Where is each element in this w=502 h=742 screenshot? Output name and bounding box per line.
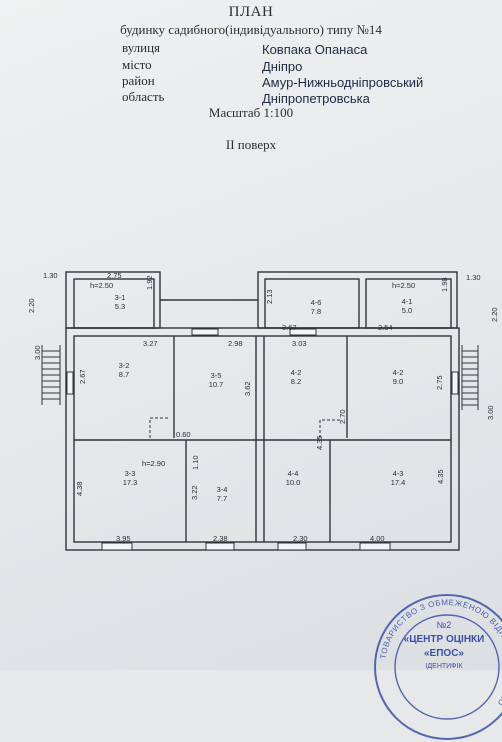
stairs-left	[41, 345, 61, 405]
scale-label: Масштаб 1:100	[208, 105, 294, 120]
dim-0-60: 0.60	[176, 430, 191, 439]
plan-dimensions: 1.30 2.75 1.92 2.20 2.13 1.98 1.30 2.20 …	[27, 271, 499, 543]
inner-wall-main	[73, 335, 452, 543]
dim-1-10: 1.10	[191, 455, 200, 470]
room-4-2-left-id: 4-2	[291, 368, 302, 377]
dim-3-95: 3.95	[116, 534, 131, 543]
stamp-line-3: ІДЕНТИФІК	[425, 663, 463, 670]
room-3-3-area: 17.3	[123, 478, 138, 487]
upper-left-block-inner	[73, 278, 155, 329]
room-4-6-outline	[264, 278, 360, 329]
stairs-right	[461, 345, 479, 410]
organization-stamp: ТОВАРИСТВО З ОБМЕЖЕНОЮ ВІДПОВІДАЛЬНІСТЮ …	[374, 594, 502, 740]
dim-3-03: 3.03	[292, 339, 307, 348]
dim-2-38: 2.38	[213, 534, 228, 543]
room-4-2-left-area: 8.2	[291, 377, 301, 386]
room-4-6-area: 7.8	[311, 307, 321, 316]
dim-2-30: 2.30	[293, 534, 308, 543]
window-bottom-4	[359, 542, 391, 551]
dim-2-98: 2.98	[228, 339, 243, 348]
room-4-2-right-id: 4-2	[393, 368, 404, 377]
room-labels: 3-1 5.3 4-6 7.8 4-1 5.0 3-2 8.7 3-5 10.7…	[115, 293, 413, 503]
dim-2-70: 2.70	[338, 409, 347, 424]
room-4-4-id: 4-4	[288, 469, 299, 478]
dim-3-22: 3.22	[190, 485, 199, 500]
height-left: h=2.50	[90, 281, 113, 290]
dim-4-35-a: 4.35	[315, 435, 324, 450]
room-3-5-area: 10.7	[209, 380, 224, 389]
document-subtitle: будинку садибного(індивідуального) типу …	[120, 22, 382, 37]
room-3-2-area: 8.7	[119, 370, 129, 379]
door-4-2	[319, 419, 340, 438]
window-top-2	[289, 328, 317, 336]
dim-1-98: 1.98	[440, 277, 449, 292]
dim-4-35-b: 4.35	[436, 469, 445, 484]
windows	[66, 328, 459, 551]
dim-2-75: 2.75	[107, 271, 122, 280]
field-label-street: вулиця	[122, 40, 161, 55]
room-3-3-id: 3-3	[125, 469, 136, 478]
room-3-4-area: 7.7	[217, 494, 227, 503]
stamp-number: №2	[437, 620, 452, 630]
plan-walls	[65, 271, 460, 551]
window-top-1	[191, 328, 219, 336]
dim-3-00-right: 3.00	[486, 405, 495, 420]
dim-2-75-right: 2.75	[435, 375, 444, 390]
field-value-region: Дніпропетровська	[262, 91, 370, 106]
dim-2-20-right: 2.20	[490, 307, 499, 322]
window-left	[66, 371, 74, 395]
room-3-1-area: 5.3	[115, 302, 125, 311]
height-mid: h=2.90	[142, 459, 165, 468]
room-4-1-id: 4-1	[402, 297, 413, 306]
height-right: h=2.50	[392, 281, 415, 290]
dim-2-20-left: 2.20	[27, 298, 36, 313]
door-3-5	[149, 417, 168, 438]
field-value-district: Амур-Нижньодніпровський	[262, 75, 424, 90]
stamp-line-2: «ЕПОС»	[424, 648, 464, 659]
room-4-4-area: 10.0	[286, 478, 301, 487]
window-bottom-2	[205, 542, 235, 551]
dim-2-13: 2.13	[265, 289, 274, 304]
room-3-5-id: 3-5	[211, 371, 222, 380]
dim-3-62: 3.62	[243, 381, 252, 396]
doors	[149, 417, 340, 438]
field-label-region: область	[122, 89, 165, 104]
room-3-4-id: 3-4	[217, 485, 228, 494]
window-bottom-1	[101, 542, 133, 551]
document-title: ПЛАН	[228, 4, 274, 20]
room-4-1-outline	[365, 278, 452, 329]
window-right	[451, 371, 459, 395]
field-label-city: місто	[122, 57, 152, 72]
dim-2-54: 2.54	[378, 323, 393, 332]
room-4-1-area: 5.0	[402, 306, 412, 315]
room-3-2-id: 3-2	[119, 361, 130, 370]
floor-label: II поверх	[225, 137, 277, 152]
field-value-street: Ковпака Опанаса	[262, 42, 368, 57]
room-4-6-id: 4-6	[311, 298, 322, 307]
dim-1-30-left: 1.30	[43, 271, 58, 280]
dim-3-67: 3.67	[282, 323, 297, 332]
upper-right-block	[257, 271, 458, 329]
dim-2-67: 2.67	[78, 369, 87, 384]
dim-1-92: 1.92	[145, 275, 154, 290]
window-bottom-3	[277, 542, 307, 551]
dim-4-00: 4.00	[370, 534, 385, 543]
room-4-2-right-area: 9.0	[393, 377, 403, 386]
floor-plan: 1.30 2.75 1.92 2.20 2.13 1.98 1.30 2.20 …	[27, 271, 499, 551]
field-label-district: район	[122, 73, 155, 88]
room-3-1-id: 3-1	[115, 293, 126, 302]
field-value-city: Дніпро	[262, 59, 303, 74]
stamp-line-1: «ЦЕНТР ОЦІНКИ	[404, 634, 485, 645]
room-4-3-id: 4-3	[393, 469, 404, 478]
room-4-3-area: 17.4	[391, 478, 406, 487]
dim-4-38: 4.38	[75, 481, 84, 496]
dim-3-27: 3.27	[143, 339, 158, 348]
dim-3-00-left: 3.00	[33, 345, 42, 360]
dim-1-30-right: 1.30	[466, 273, 481, 282]
